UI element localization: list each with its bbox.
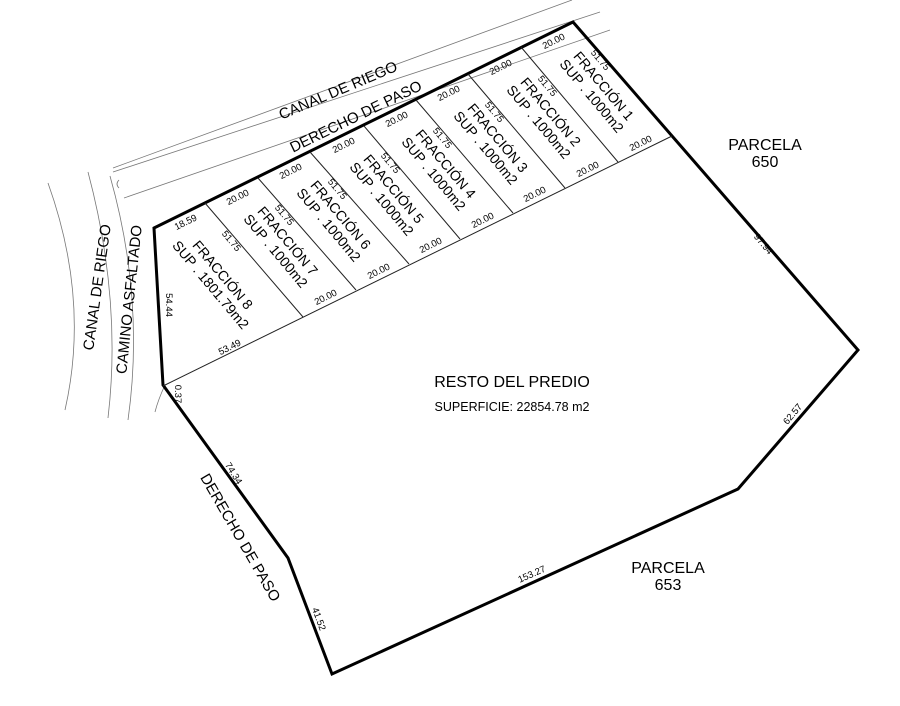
fraction-bottom-dim: 20.00 xyxy=(366,262,392,282)
canal-line-middle xyxy=(112,11,601,173)
dim-right-upper: 97.94 xyxy=(751,232,775,257)
property-boundary xyxy=(152,20,860,677)
parcel-650-label: PARCELA xyxy=(728,137,802,154)
canal-left-label: CANAL DE RIEGO xyxy=(80,223,115,351)
dim-left-short: 0.37 xyxy=(172,385,183,404)
fraction-bottom-dim: 20.00 xyxy=(418,236,444,256)
fraction-bottom-dim: 20.00 xyxy=(522,185,548,205)
parcel-650-number: 650 xyxy=(752,154,779,171)
camino-left-label: CAMINO ASFALTADO xyxy=(113,224,146,374)
fraction-8: FRACCIÓN 8 SUP . 1801.79m2 18.59 53.49 5… xyxy=(169,213,256,358)
fractions-bottom-line xyxy=(162,135,673,387)
derecho-line xyxy=(123,29,611,199)
fraction-bottom-dim: 20.00 xyxy=(313,288,339,308)
canal-line-upper xyxy=(112,0,573,169)
camino-curve-end xyxy=(154,384,166,413)
parcel-653-label: PARCELA xyxy=(631,560,705,577)
canal-curve-inner xyxy=(87,171,113,419)
dim-left-upper: 54.44 xyxy=(163,293,174,317)
fraction-bottom-dim: 53.49 xyxy=(217,338,243,358)
road-tick xyxy=(116,179,120,189)
rest-title: RESTO DEL PREDIO xyxy=(434,374,590,391)
fraction-dividers xyxy=(204,46,619,318)
canal-curve-outer xyxy=(47,182,75,411)
rest-area: SUPERFICIE: 22854.78 m2 xyxy=(435,400,590,414)
parcel-653-number: 653 xyxy=(655,577,682,594)
camino-curve xyxy=(109,175,134,421)
fraction-bottom-dim: 20.00 xyxy=(470,211,496,231)
fraction-side-dim: 51.75 xyxy=(219,229,243,254)
